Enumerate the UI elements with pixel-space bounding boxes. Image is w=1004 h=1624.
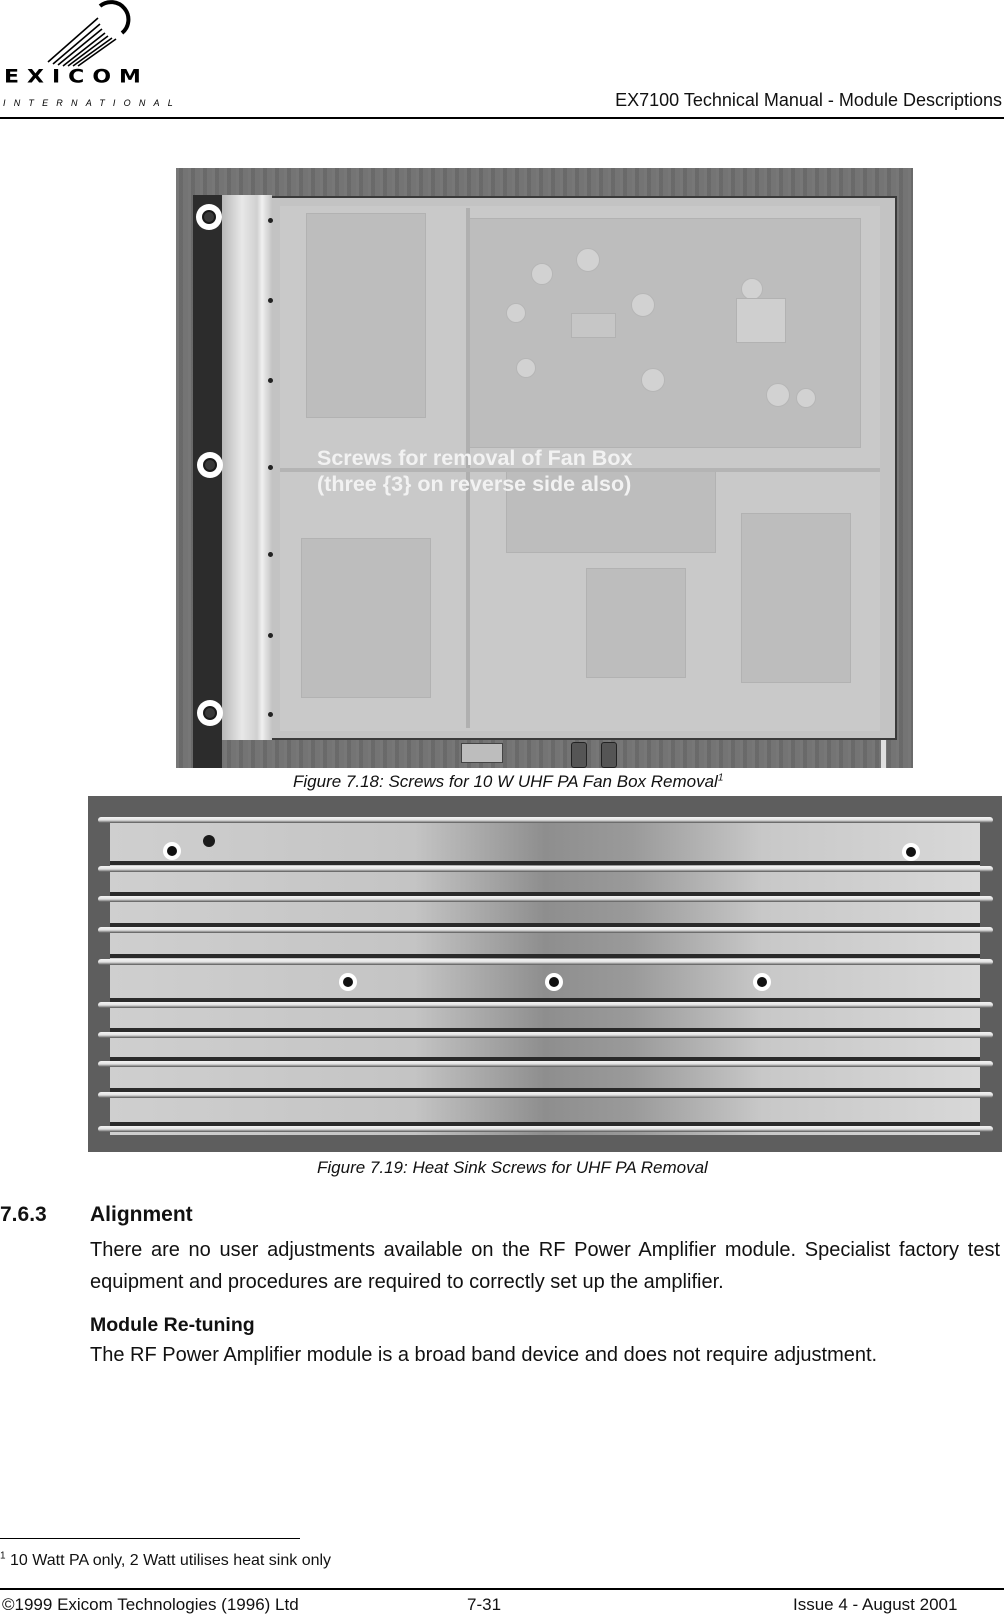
rear-connector	[461, 743, 503, 763]
screw-icon	[202, 210, 216, 224]
heat-sink-fin	[98, 927, 993, 933]
heat-sink-screw-highlight	[753, 973, 771, 991]
fin-groove	[110, 954, 980, 958]
fan-box-screw-middle-highlight	[197, 452, 223, 478]
issue-date: Issue 4 - August 2001	[793, 1595, 958, 1614]
screw-icon	[167, 846, 177, 856]
heat-sink-fin	[98, 959, 993, 965]
front-panel-shadow	[193, 195, 222, 768]
screw-icon	[203, 458, 217, 472]
heat-sink-fin	[98, 1002, 993, 1008]
section-heading: Alignment	[90, 1203, 193, 1226]
capacitor	[641, 368, 665, 392]
fan-box-screw-top-highlight	[196, 204, 222, 230]
fan-box-screw-bottom-highlight	[197, 700, 223, 726]
footnote: 1 10 Watt PA only, 2 Watt utilises heat …	[0, 1551, 331, 1571]
chassis-leg	[881, 740, 886, 768]
panel-rivet	[268, 633, 273, 638]
rf-module	[306, 213, 426, 418]
fin-groove	[110, 1088, 980, 1092]
capacitor	[631, 293, 655, 317]
heat-sink-fin	[98, 1092, 993, 1098]
panel-rivet	[268, 298, 273, 303]
capacitor	[796, 388, 816, 408]
section-number: 7.6.3	[0, 1203, 47, 1226]
footnote-reference[interactable]: 1	[717, 772, 724, 784]
panel-rivet	[268, 218, 273, 223]
subsection-heading: Module Re-tuning	[90, 1314, 255, 1336]
fin-groove	[110, 923, 980, 927]
alignment-paragraph: There are no user adjustments available …	[90, 1239, 1000, 1293]
mounting-hole	[203, 835, 215, 847]
heat-sink-fin	[98, 1032, 993, 1038]
footnote-marker: 1	[0, 1550, 6, 1562]
screw-icon	[906, 847, 916, 857]
logo-wordmark: EXICOM	[4, 66, 149, 88]
footer-copyright: ©1999 Exicom Technologies (1996) Ltd	[2, 1595, 299, 1614]
figure-7-18-photo: Screws for removal of Fan Box (three {3}…	[176, 168, 913, 768]
coupler-block	[586, 568, 686, 678]
exicom-logo: EXICOM INTERNATIONAL	[0, 0, 175, 112]
page-number: 7-31	[467, 1595, 502, 1614]
header-rule	[0, 117, 1004, 119]
transformer	[736, 298, 786, 343]
panel-rivet	[268, 465, 273, 470]
fin-groove	[110, 998, 980, 1002]
capacitor	[741, 278, 763, 300]
footnote-text: 10 Watt PA only, 2 Watt utilises heat si…	[5, 1552, 332, 1569]
capacitor	[531, 263, 553, 285]
logo-comet-icon	[47, 0, 131, 67]
screw-icon	[757, 977, 767, 987]
fin-groove	[110, 1057, 980, 1061]
logo-subtitle: INTERNATIONAL	[3, 98, 181, 108]
figure-7-19-caption: Figure 7.19: Heat Sink Screws for UHF PA…	[317, 1158, 708, 1177]
heat-sink-screw-highlight	[163, 842, 181, 860]
panel-rivet	[268, 712, 273, 717]
panel-rivet	[268, 552, 273, 557]
heat-sink-fin	[98, 866, 993, 872]
filter-block	[741, 513, 851, 683]
panel-rivet	[268, 378, 273, 383]
heat-sink-screw-highlight	[545, 973, 563, 991]
figure-annotation: Screws for removal of Fan Box (three {3}…	[317, 446, 633, 496]
footnote-rule	[0, 1538, 300, 1539]
screw-icon	[549, 977, 559, 987]
heat-sink-fin	[98, 817, 993, 823]
fin-groove	[110, 1028, 980, 1032]
front-panel	[222, 195, 272, 740]
transformer	[571, 313, 616, 338]
capacitor	[516, 358, 536, 378]
figure-7-18-caption: Figure 7.18: Screws for 10 W UHF PA Fan …	[293, 772, 724, 791]
document-title: EX7100 Technical Manual - Module Descrip…	[615, 90, 1002, 110]
power-supply-board	[466, 218, 861, 448]
capacitor	[506, 303, 526, 323]
fin-groove	[110, 1122, 980, 1126]
footer-rule	[0, 1588, 1004, 1590]
control-board	[301, 538, 431, 698]
screw-icon	[343, 977, 353, 987]
heat-sink-fin	[98, 896, 993, 902]
screw-icon	[203, 706, 217, 720]
fin-groove	[110, 892, 980, 896]
heat-sink-fin	[98, 1061, 993, 1067]
heat-sink-screw-highlight	[339, 973, 357, 991]
retuning-paragraph: The RF Power Amplifier module is a broad…	[90, 1344, 878, 1366]
fin-groove	[110, 861, 980, 865]
heat-sink-fin	[98, 1126, 993, 1132]
heat-sink-screw-highlight	[902, 843, 920, 861]
divider-rail	[280, 468, 880, 472]
rf-connector	[601, 742, 617, 768]
capacitor	[766, 383, 790, 407]
figure-7-19-photo	[88, 796, 1002, 1152]
capacitor	[576, 248, 600, 272]
rf-connector	[571, 742, 587, 768]
